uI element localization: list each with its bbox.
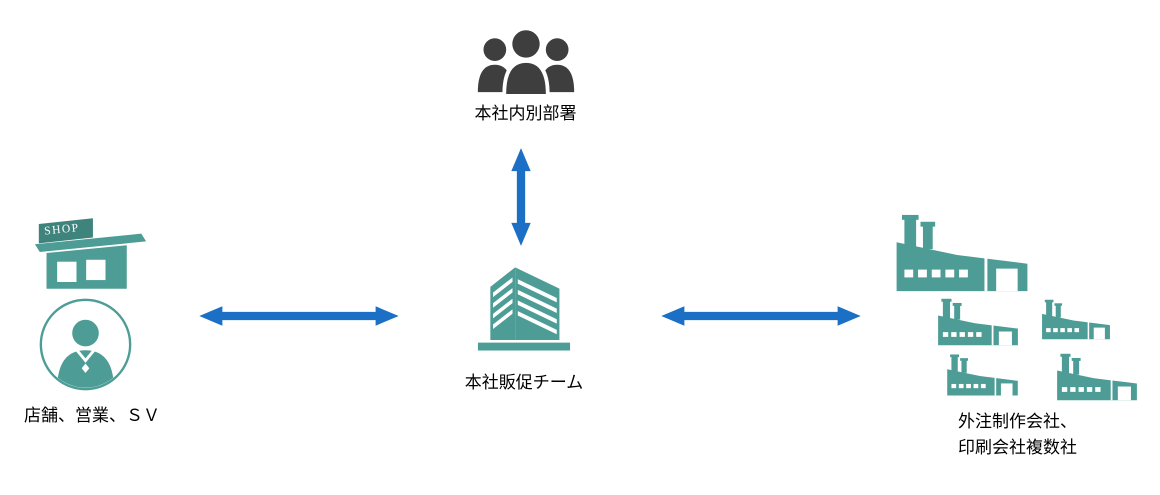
shop-icon <box>33 215 149 291</box>
arrow-hq-departments <box>509 146 533 248</box>
arrow-hq-stores <box>188 304 410 328</box>
factory-icon-bottom-right <box>1048 352 1146 402</box>
factory-icon-large <box>888 212 1036 294</box>
factory-icon-bottom-left <box>943 349 1022 401</box>
people-group-icon <box>468 26 584 94</box>
stores-label: 店舗、営業、ＳＶ <box>24 406 160 425</box>
vendors-label: 外注制作会社、 印刷会社複数社 <box>958 409 1077 462</box>
factory-icon-mid-right <box>1038 293 1114 346</box>
hq-team-label: 本社販促チーム <box>464 373 584 392</box>
vendors-label-line1: 外注制作会社、 <box>958 412 1077 431</box>
office-building-icon <box>462 250 586 352</box>
factory-icon-mid-left <box>928 297 1028 347</box>
salesperson-avatar-icon <box>38 297 133 392</box>
vendors-label-line2: 印刷会社複数社 <box>958 438 1077 458</box>
departments-label: 本社内別部署 <box>474 104 577 123</box>
arrow-hq-vendors <box>650 304 872 328</box>
